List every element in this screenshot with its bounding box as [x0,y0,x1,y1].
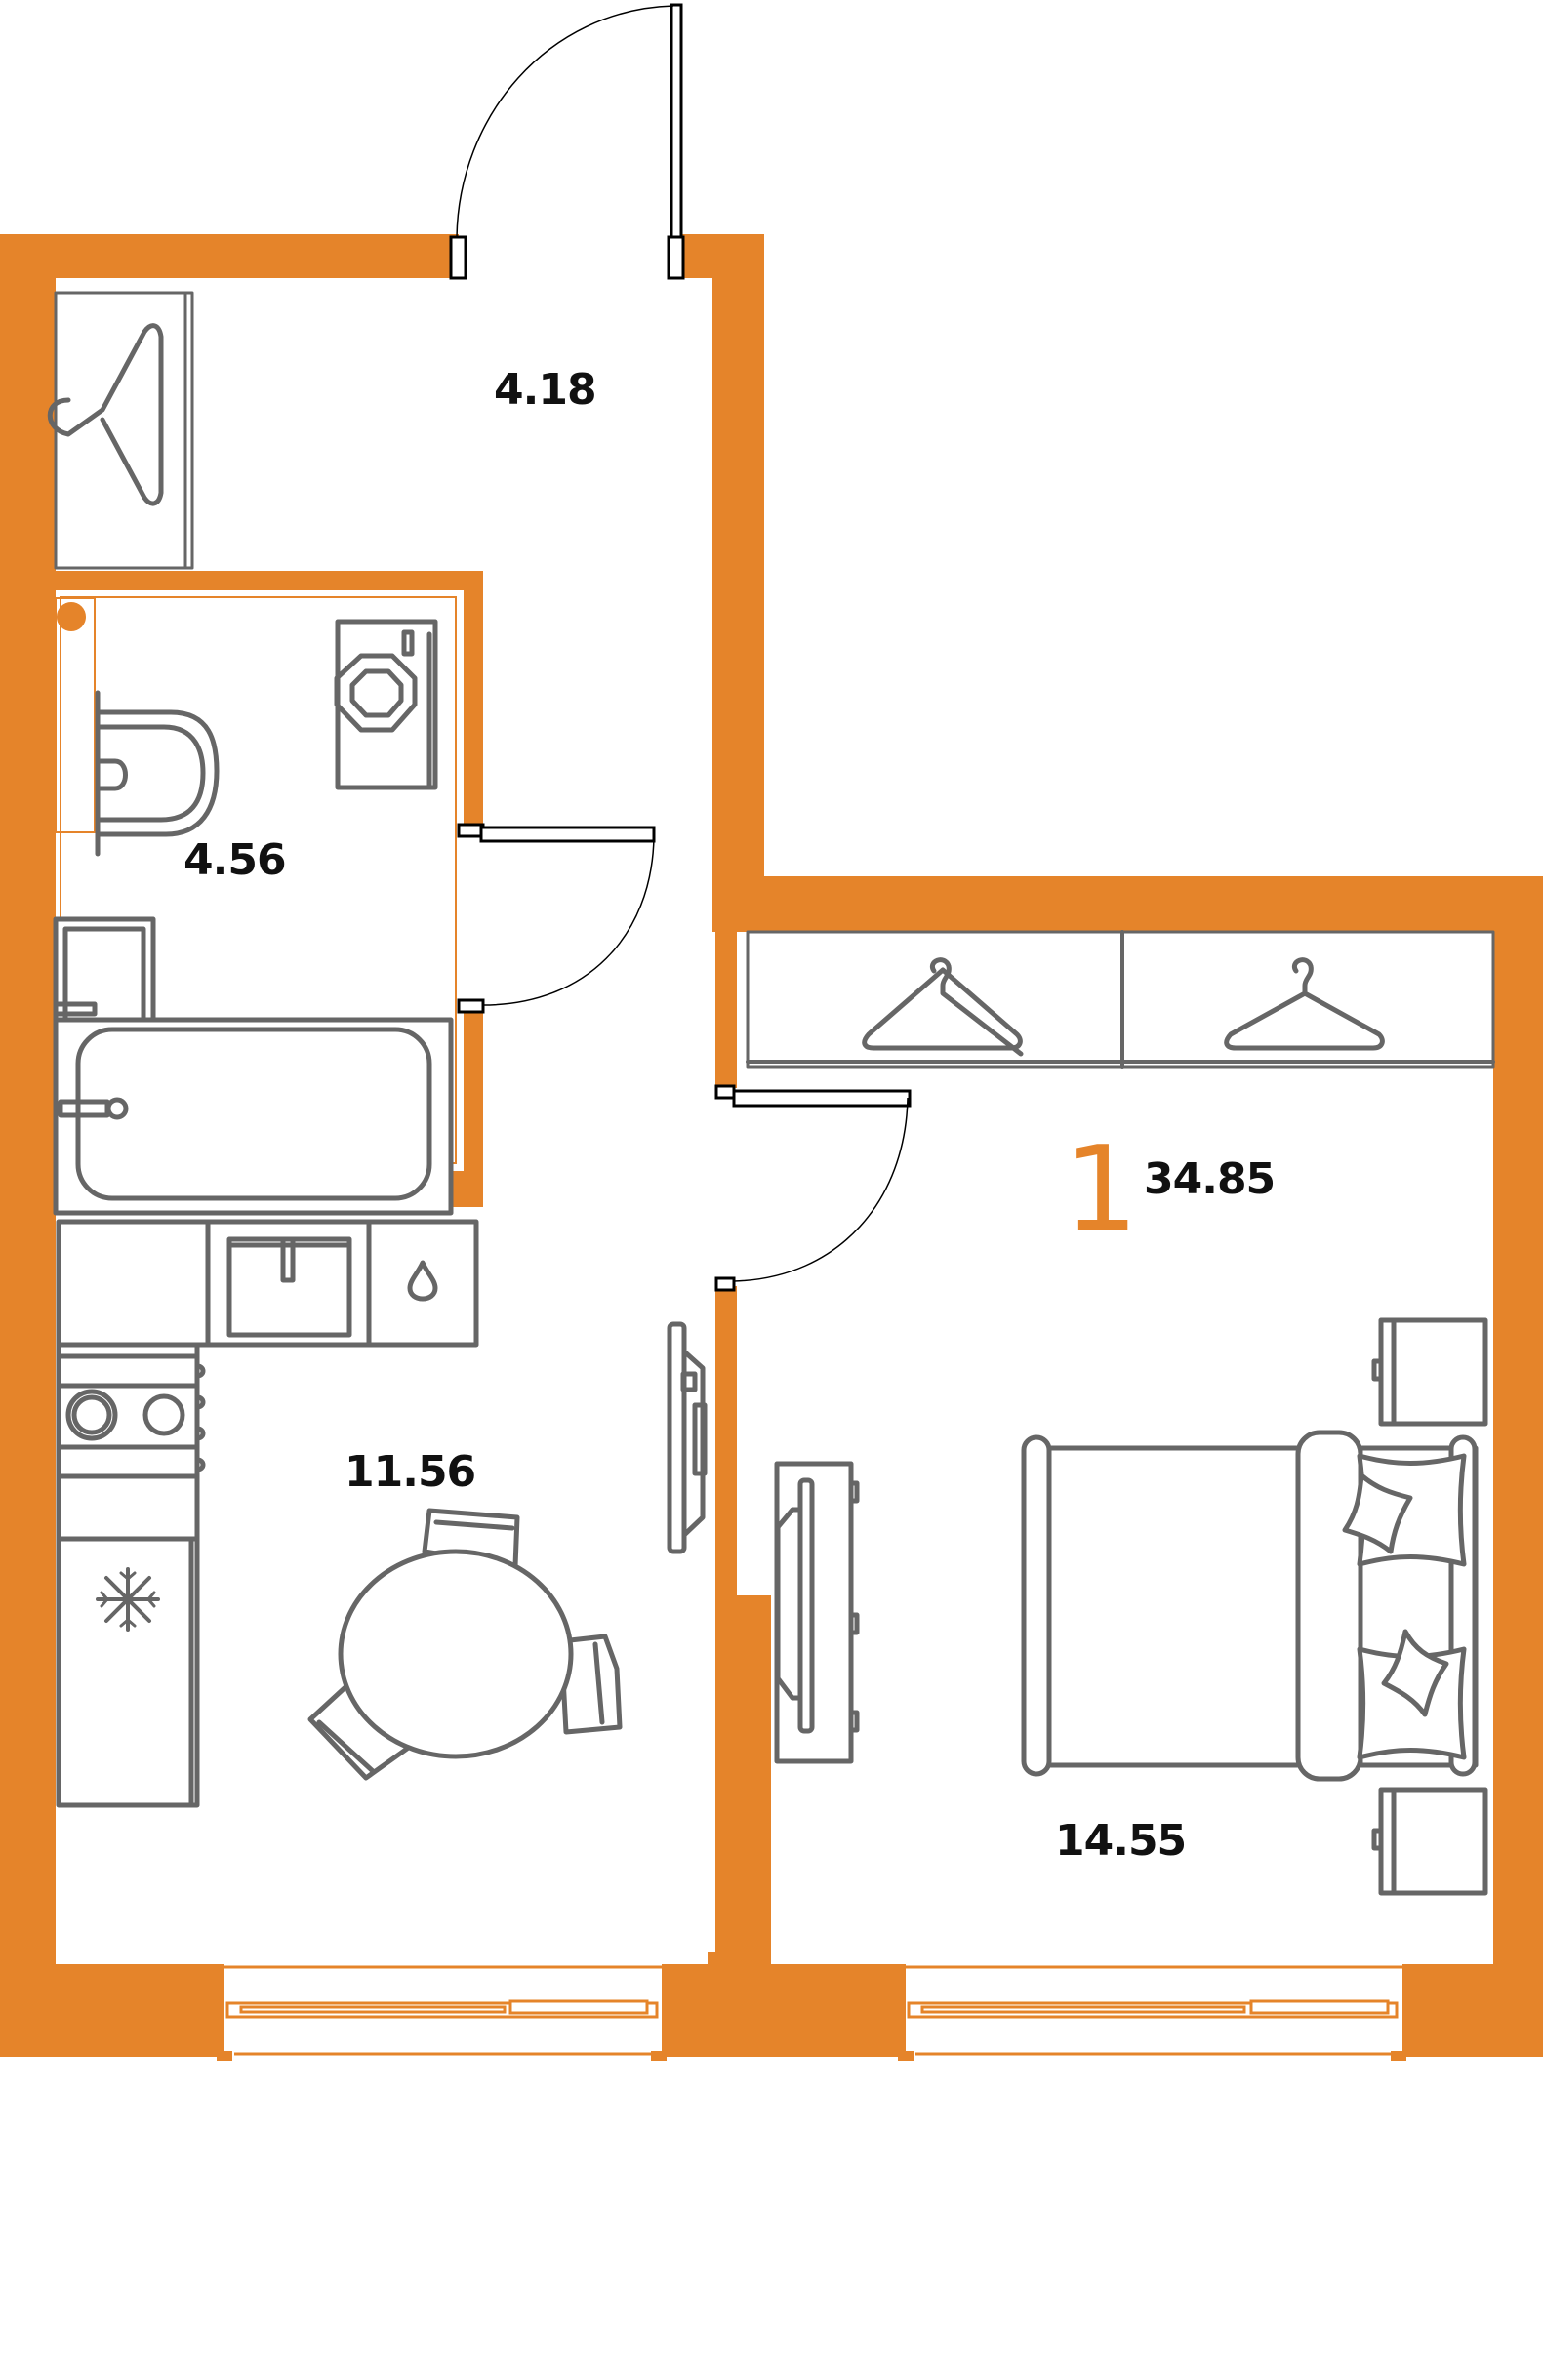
toilet-icon [95,690,220,857]
double-bed-icon [1021,1430,1479,1782]
room-area-kitchen: 11.56 [345,1447,476,1497]
dining-table-icon [307,1508,623,1781]
bedroom-door [714,1084,912,1292]
room-area-bedroom: 14.55 [1055,1816,1187,1866]
bathroom-fixtures [53,596,457,1216]
kitchen-sink-icon [226,1236,352,1338]
nightstand-icon [1371,1787,1488,1896]
nightstand-icon [1371,1317,1488,1427]
bedroom-fixtures [746,930,1495,1896]
room-area-bathroom: 4.56 [183,835,287,885]
kitchen-fixtures [56,1219,708,1808]
hanger-icon [862,957,1024,1057]
water-drop-icon [407,1260,438,1302]
kitchen-tv-icon [667,1321,708,1554]
window-kitchen [217,1965,667,2061]
chair-icon [558,1634,623,1735]
entrance-door [449,3,685,280]
fridge-snowflake-icon [96,1567,160,1632]
room-area-hallway: 4.18 [494,365,597,415]
stove-icon [65,1363,206,1472]
bathroom-door [457,823,656,1014]
total-area: 34.85 [1144,1154,1276,1204]
room-count: 1 [1064,1122,1139,1258]
hallway-wardrobe [47,291,194,570]
pillow-icon [1342,1472,1413,1554]
washing-machine-icon [334,619,438,790]
bedroom-tv-stand-icon [774,1461,860,1764]
window-bedroom [898,1965,1406,2061]
pillow-icon [1381,1629,1449,1717]
hanger-icon [1224,957,1385,1051]
bedroom-wardrobe [746,930,1495,1069]
bathtub-icon [53,1017,454,1216]
pipe-icon [57,602,86,631]
walls [0,234,1543,2057]
